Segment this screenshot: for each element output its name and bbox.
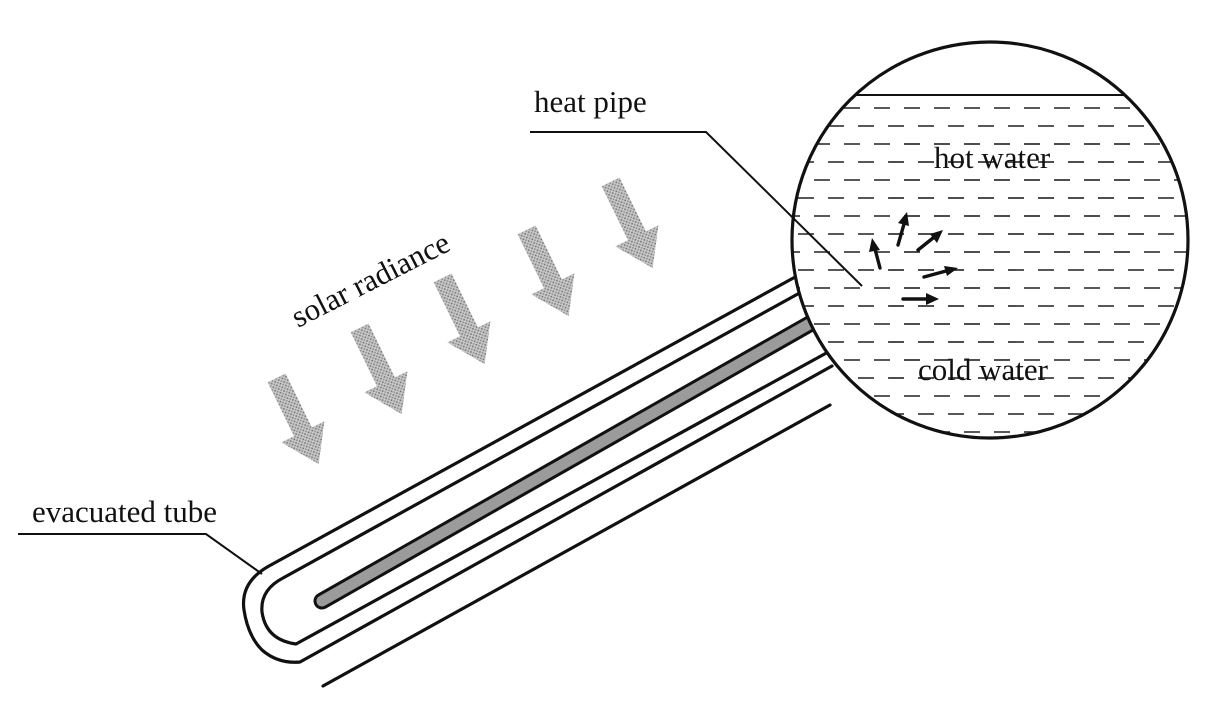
cold-water-label: cold water — [918, 352, 1049, 387]
tube-inner-wall — [260, 288, 832, 646]
solar-radiance-arrows — [267, 177, 659, 465]
heat-pipe-leader-line — [530, 131, 863, 287]
evacuated-tube — [241, 259, 917, 688]
heat-arrow — [869, 238, 882, 270]
heat-flow-arrows — [869, 212, 958, 305]
heat-pipe-label: heat pipe — [534, 84, 647, 119]
radiance-arrow — [433, 273, 491, 365]
hot-water-label: hot water — [934, 140, 1051, 175]
tube-shadow-line — [321, 403, 832, 688]
solar-radiance-label: solar radiance — [285, 225, 455, 335]
radiance-arrow — [350, 323, 408, 415]
heat-arrow — [922, 266, 958, 279]
radiance-arrow — [517, 225, 575, 317]
heat-arrow — [916, 230, 943, 252]
evacuated-tube-leader-line — [18, 533, 263, 575]
heat-arrow — [896, 212, 909, 247]
radiance-arrow — [601, 177, 659, 269]
tube-outer-wall — [241, 274, 834, 664]
magnifier-circle — [790, 40, 1190, 440]
evacuated-tube-label: evacuated tube — [32, 494, 217, 529]
radiance-arrow — [267, 373, 325, 465]
heat-arrow — [901, 293, 939, 305]
